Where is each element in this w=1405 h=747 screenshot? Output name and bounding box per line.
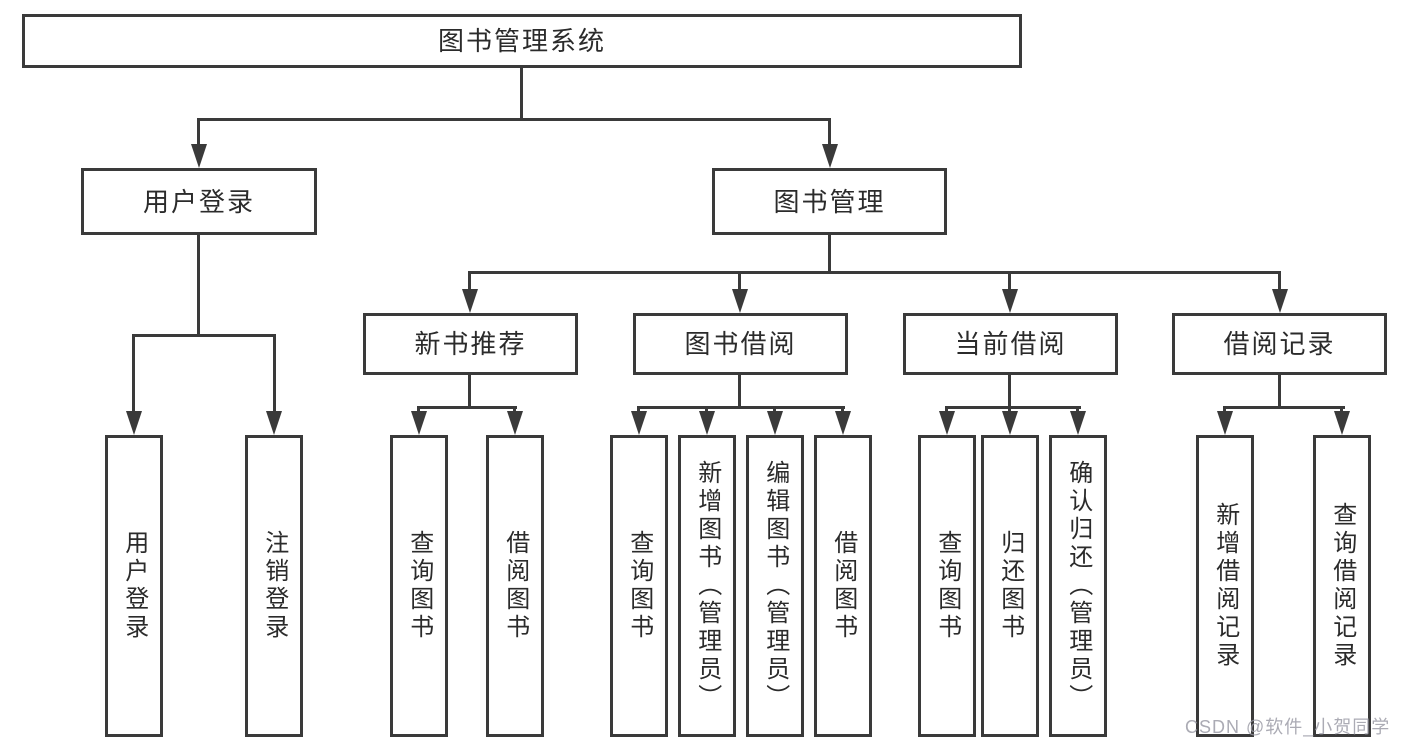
connector-line <box>468 271 1281 274</box>
connector-line <box>417 406 420 414</box>
leaf-label: 借阅图书 <box>501 530 529 642</box>
arrow-down-icon <box>822 144 838 168</box>
node-label: 图书借阅 <box>684 329 797 359</box>
connector-line <box>828 235 831 274</box>
node-label: 图书管理系统 <box>437 26 606 56</box>
leaf-edit-books-admin: 编辑图书（管理员） <box>746 435 804 737</box>
connector-line <box>1340 406 1343 414</box>
connector-line <box>468 375 471 409</box>
connector-line <box>828 118 831 148</box>
leaf-add-borrow-record: 新增借阅记录 <box>1196 435 1254 737</box>
connector-line <box>1223 406 1226 414</box>
arrow-down-icon <box>1334 411 1350 435</box>
connector-line <box>1278 375 1281 409</box>
node-label: 借阅记录 <box>1223 329 1336 359</box>
csdn-watermark: CSDN @软件_小贺同学 <box>1185 717 1391 737</box>
leaf-return-books: 归还图书 <box>981 435 1039 737</box>
node-label: 图书管理 <box>773 186 886 217</box>
connector-line <box>132 334 276 337</box>
node-book-management: 图书管理 <box>712 168 947 235</box>
connector-line <box>773 406 776 414</box>
arrow-down-icon <box>767 411 783 435</box>
arrow-down-icon <box>191 144 207 168</box>
arrow-down-icon <box>266 411 282 435</box>
leaf-user-login: 用户登录 <box>105 435 163 737</box>
connector-line <box>738 271 741 293</box>
node-user-login: 用户登录 <box>81 168 317 235</box>
connector-line <box>1008 406 1011 414</box>
node-current-borrowing: 当前借阅 <box>903 313 1118 375</box>
connector-line <box>520 68 523 120</box>
connector-line <box>637 406 845 409</box>
arrow-down-icon <box>732 289 748 313</box>
leaf-confirm-return-admin: 确认归还（管理员） <box>1049 435 1107 737</box>
leaf-logout: 注销登录 <box>245 435 303 737</box>
arrow-down-icon <box>126 411 142 435</box>
leaf-query-books-recommend: 查询图书 <box>390 435 448 737</box>
leaf-query-books-current: 查询图书 <box>918 435 976 737</box>
leaf-label: 查询图书 <box>933 530 961 642</box>
arrow-down-icon <box>507 411 523 435</box>
node-label: 用户登录 <box>142 186 255 217</box>
leaf-label: 归还图书 <box>996 530 1024 642</box>
node-book-borrowing: 图书借阅 <box>633 313 848 375</box>
connector-line <box>1008 375 1011 409</box>
leaf-label: 新增借阅记录 <box>1211 502 1239 670</box>
connector-line <box>1076 406 1079 414</box>
connector-line <box>132 334 135 412</box>
arrow-down-icon <box>1272 289 1288 313</box>
connector-line <box>637 406 640 414</box>
leaf-label: 查询图书 <box>625 530 653 642</box>
connector-line <box>513 406 516 414</box>
connector-line <box>468 271 471 293</box>
leaf-label: 注销登录 <box>260 530 288 642</box>
leaf-label: 查询借阅记录 <box>1328 502 1356 670</box>
connector-line <box>841 406 844 414</box>
arrow-down-icon <box>939 411 955 435</box>
arrow-down-icon <box>631 411 647 435</box>
arrow-down-icon <box>835 411 851 435</box>
connector-line <box>273 334 276 412</box>
arrow-down-icon <box>699 411 715 435</box>
connector-line <box>945 406 948 414</box>
leaf-borrow-books: 借阅图书 <box>814 435 872 737</box>
leaf-label: 新增图书（管理员） <box>693 460 721 712</box>
connector-line <box>705 406 708 414</box>
arrow-down-icon <box>1217 411 1233 435</box>
connector-line <box>197 118 200 148</box>
connector-line <box>417 406 517 409</box>
arrow-down-icon <box>462 289 478 313</box>
leaf-query-books-borrow: 查询图书 <box>610 435 668 737</box>
connector-line <box>1008 271 1011 293</box>
node-library-management-system: 图书管理系统 <box>22 14 1022 68</box>
leaf-label: 查询图书 <box>405 530 433 642</box>
arrow-down-icon <box>1002 411 1018 435</box>
leaf-label: 编辑图书（管理员） <box>761 460 789 712</box>
leaf-label: 确认归还（管理员） <box>1064 460 1092 712</box>
node-label: 当前借阅 <box>954 329 1067 359</box>
arrow-down-icon <box>1002 289 1018 313</box>
connector-line <box>197 118 831 121</box>
node-new-book-recommendation: 新书推荐 <box>363 313 578 375</box>
node-label: 新书推荐 <box>414 329 527 359</box>
node-borrowing-records: 借阅记录 <box>1172 313 1387 375</box>
leaf-borrow-books-recommend: 借阅图书 <box>486 435 544 737</box>
leaf-label: 借阅图书 <box>829 530 857 642</box>
connector-line <box>738 375 741 409</box>
leaf-query-borrow-record: 查询借阅记录 <box>1313 435 1371 737</box>
connector-line <box>945 406 1081 409</box>
connector-line <box>197 235 200 337</box>
arrow-down-icon <box>1070 411 1086 435</box>
leaf-label: 用户登录 <box>120 530 148 642</box>
leaf-add-books-admin: 新增图书（管理员） <box>678 435 736 737</box>
connector-line <box>1223 406 1345 409</box>
arrow-down-icon <box>411 411 427 435</box>
connector-line <box>1278 271 1281 293</box>
